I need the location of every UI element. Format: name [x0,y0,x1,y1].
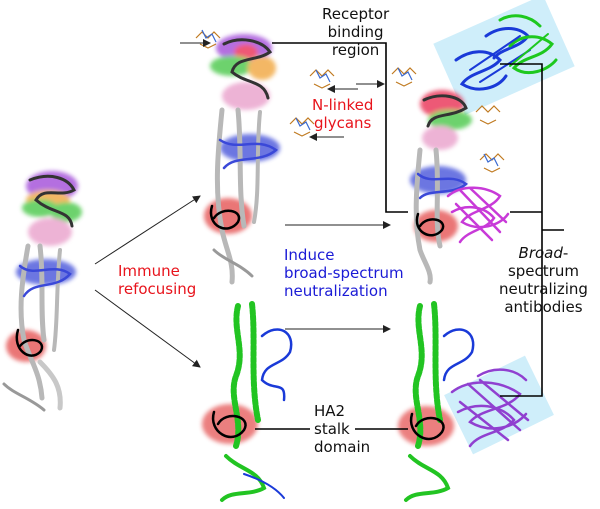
full-ha-protein [2,171,82,412]
head-antibody [454,14,558,91]
ha2-stalk-with-antibody [398,301,554,502]
receptor-binding-line-2: binding [327,23,384,41]
bracket-lines [255,42,564,430]
stalk-line-1: HA2 [314,402,346,420]
induce-line-3: neutralization [284,282,388,300]
immune-refocusing-line-1: Immune [118,262,180,280]
glycans-line-2: glycans [314,114,372,132]
glycan-sticks [195,29,335,137]
bnab-bracket [500,63,543,397]
bnab-hyphen: - [562,244,569,262]
receptor-binding-label: Receptor binding region [322,5,389,59]
stalk-antibody-bottom [450,368,530,448]
glycans-label: N-linked glycans [312,96,373,132]
bnab-line-1: Broad- [499,244,588,262]
induce-line-1: Induce [284,246,335,264]
arrow-refocus-up [94,195,201,265]
receptor-binding-line-1: Receptor [322,5,390,23]
bnab-label: Broad- spectrum neutralizing antibodies [499,244,588,316]
immune-refocusing-line-2: refocusing [118,280,197,298]
glycan-sticks-right [391,67,505,173]
stalk-line-3: domain [314,438,371,456]
induce-line-2: broad-spectrum [284,264,404,282]
bnab-line-3: neutralizing [499,280,588,298]
stalk-antibody-top [446,186,510,244]
arrow-refocus-down [94,289,201,368]
receptor-binding-connector [272,42,408,213]
glycans-line-1: N-linked [312,96,374,114]
bnab-italic: Broad [518,244,563,262]
immune-refocusing-label: Immune refocusing [118,262,196,298]
ha-with-antibodies [391,0,575,285]
stalk-line-2: stalk [314,420,350,438]
glycosylated-ha-protein [195,29,335,285]
bnab-line-4: antibodies [504,298,583,316]
ha2-stalk-protein [202,301,293,502]
arrows [94,39,391,368]
induce-neutralization-label: Induce broad-spectrum neutralization [284,246,404,300]
bnab-line-2: spectrum [507,262,579,280]
receptor-binding-line-3: region [331,41,380,59]
stalk-domain-label: HA2 stalk domain [314,402,370,456]
